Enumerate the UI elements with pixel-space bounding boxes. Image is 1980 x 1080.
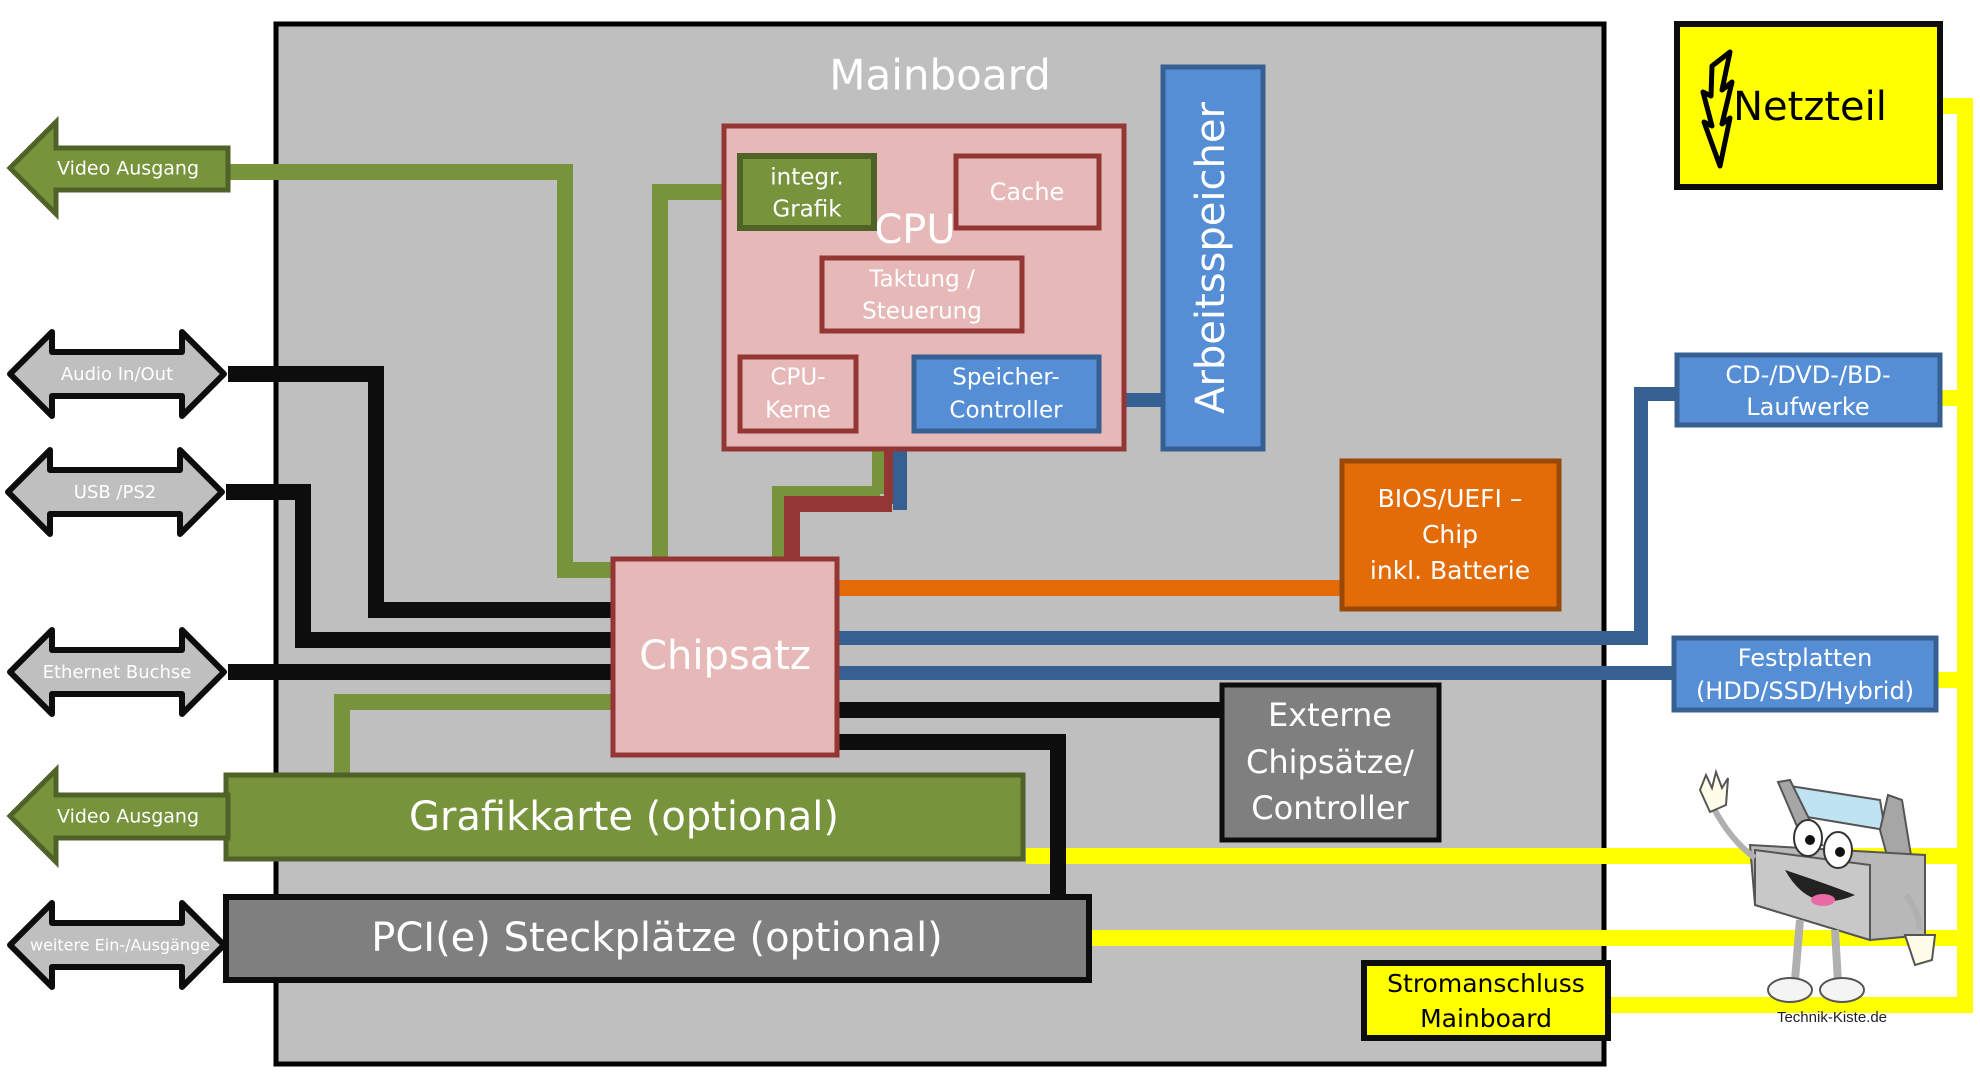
taktung-box: Taktung / Steuerung (819, 255, 1025, 334)
externe-chipsaetze-box: Externe Chipsätze/ Controller (1219, 682, 1442, 843)
festplatten-box: Festplatten (HDD/SSD/Hybrid) (1671, 635, 1939, 713)
chipsatz-vertical-green (772, 486, 880, 558)
chipsatz-label: Chipsatz (639, 633, 811, 679)
integr-grafik-box: integr. Grafik (737, 153, 877, 231)
laufwerke-line2: Laufwerke (1746, 393, 1869, 421)
cpu-label: CPU (874, 207, 955, 253)
cpu-kerne-line1: CPU- (770, 365, 825, 391)
weitere-arrow: weitere Ein-/Ausgänge (7, 900, 227, 990)
usb-label: USB /PS2 (74, 482, 156, 503)
cpu-kerne-line2: Kerne (765, 398, 831, 424)
arbeitsspeicher-box: Arbeitsspeicher (1160, 64, 1266, 452)
stromanschluss-line1: Stromanschluss (1387, 969, 1585, 998)
audio-line (228, 366, 612, 618)
taktung-line2: Steuerung (862, 299, 982, 325)
video-line-top (230, 164, 612, 578)
cache-box: Cache (953, 153, 1102, 231)
mainboard-title: Mainboard (829, 51, 1051, 100)
usb-line (226, 484, 612, 648)
chipsatz-to-laufwerke (837, 387, 1676, 645)
chipsatz-vertical-red (784, 496, 892, 558)
netzteil-box: Netzteil (1674, 21, 1943, 190)
laufwerke-line1: CD-/DVD-/BD- (1725, 361, 1890, 389)
video-out-top-label: Video Ausgang (57, 158, 199, 180)
video-line-grafikkarte (334, 694, 612, 774)
chipsatz-to-pci (837, 734, 1066, 895)
grafikkarte-box: Grafikkarte (optional) (223, 772, 1026, 862)
laufwerke-box: CD-/DVD-/BD- Laufwerke (1674, 352, 1943, 428)
audio-arrow: Audio In/Out (7, 329, 227, 419)
arbeitsspeicher-label: Arbeitsspeicher (1188, 102, 1234, 414)
festplatten-line2: (HDD/SSD/Hybrid) (1696, 677, 1914, 705)
io-lines (226, 366, 1221, 895)
video-out-top-arrow: Video Ausgang (6, 115, 231, 221)
credit-label: Technik-Kiste.de (1777, 1009, 1887, 1026)
speicher-controller-line1: Speicher- (952, 365, 1059, 391)
ethernet-arrow: Ethernet Buchse (7, 627, 227, 717)
netzteil-label: Netzteil (1733, 84, 1887, 130)
weitere-label: weitere Ein-/Ausgänge (30, 936, 210, 955)
bios-line3: inkl. Batterie (1370, 556, 1530, 585)
externe-line3: Controller (1251, 789, 1409, 827)
externe-line1: Externe (1268, 696, 1392, 734)
video-out-bottom-label: Video Ausgang (57, 806, 199, 828)
bios-line2: Chip (1422, 520, 1478, 549)
cpu-kerne-box: CPU- Kerne (737, 354, 859, 434)
video-line-igpu (652, 184, 744, 558)
externe-line2: Chipsätze/ (1246, 743, 1414, 781)
toolbox-mascot-icon (1698, 768, 1937, 1003)
pci-box: PCI(e) Steckplätze (optional) (223, 894, 1092, 983)
bios-line1: BIOS/UEFI – (1378, 484, 1523, 513)
grafikkarte-label: Grafikkarte (optional) (409, 794, 839, 840)
chipsatz-box: Chipsatz (610, 556, 840, 758)
lightning-icon (1700, 49, 1735, 169)
ethernet-label: Ethernet Buchse (43, 662, 192, 683)
bios-box: BIOS/UEFI – Chip inkl. Batterie (1339, 458, 1562, 612)
integr-grafik-line1: integr. (770, 165, 843, 191)
video-out-bottom-arrow: Video Ausgang (6, 763, 231, 869)
speicher-controller-line2: Controller (949, 398, 1063, 424)
cache-label: Cache (990, 178, 1065, 206)
audio-label: Audio In/Out (61, 364, 173, 385)
power-line-netzteil-trunk (1608, 98, 1973, 1013)
stromanschluss-box: Stromanschluss Mainboard (1361, 960, 1611, 1041)
usb-arrow: USB /PS2 (5, 447, 225, 537)
pci-label: PCI(e) Steckplätze (optional) (371, 915, 943, 961)
festplatten-line1: Festplatten (1738, 644, 1873, 672)
speicher-controller-box: Speicher- Controller (911, 354, 1102, 434)
stromanschluss-line2: Mainboard (1420, 1004, 1552, 1033)
integr-grafik-line2: Grafik (772, 197, 842, 223)
taktung-line1: Taktung / (868, 267, 975, 293)
